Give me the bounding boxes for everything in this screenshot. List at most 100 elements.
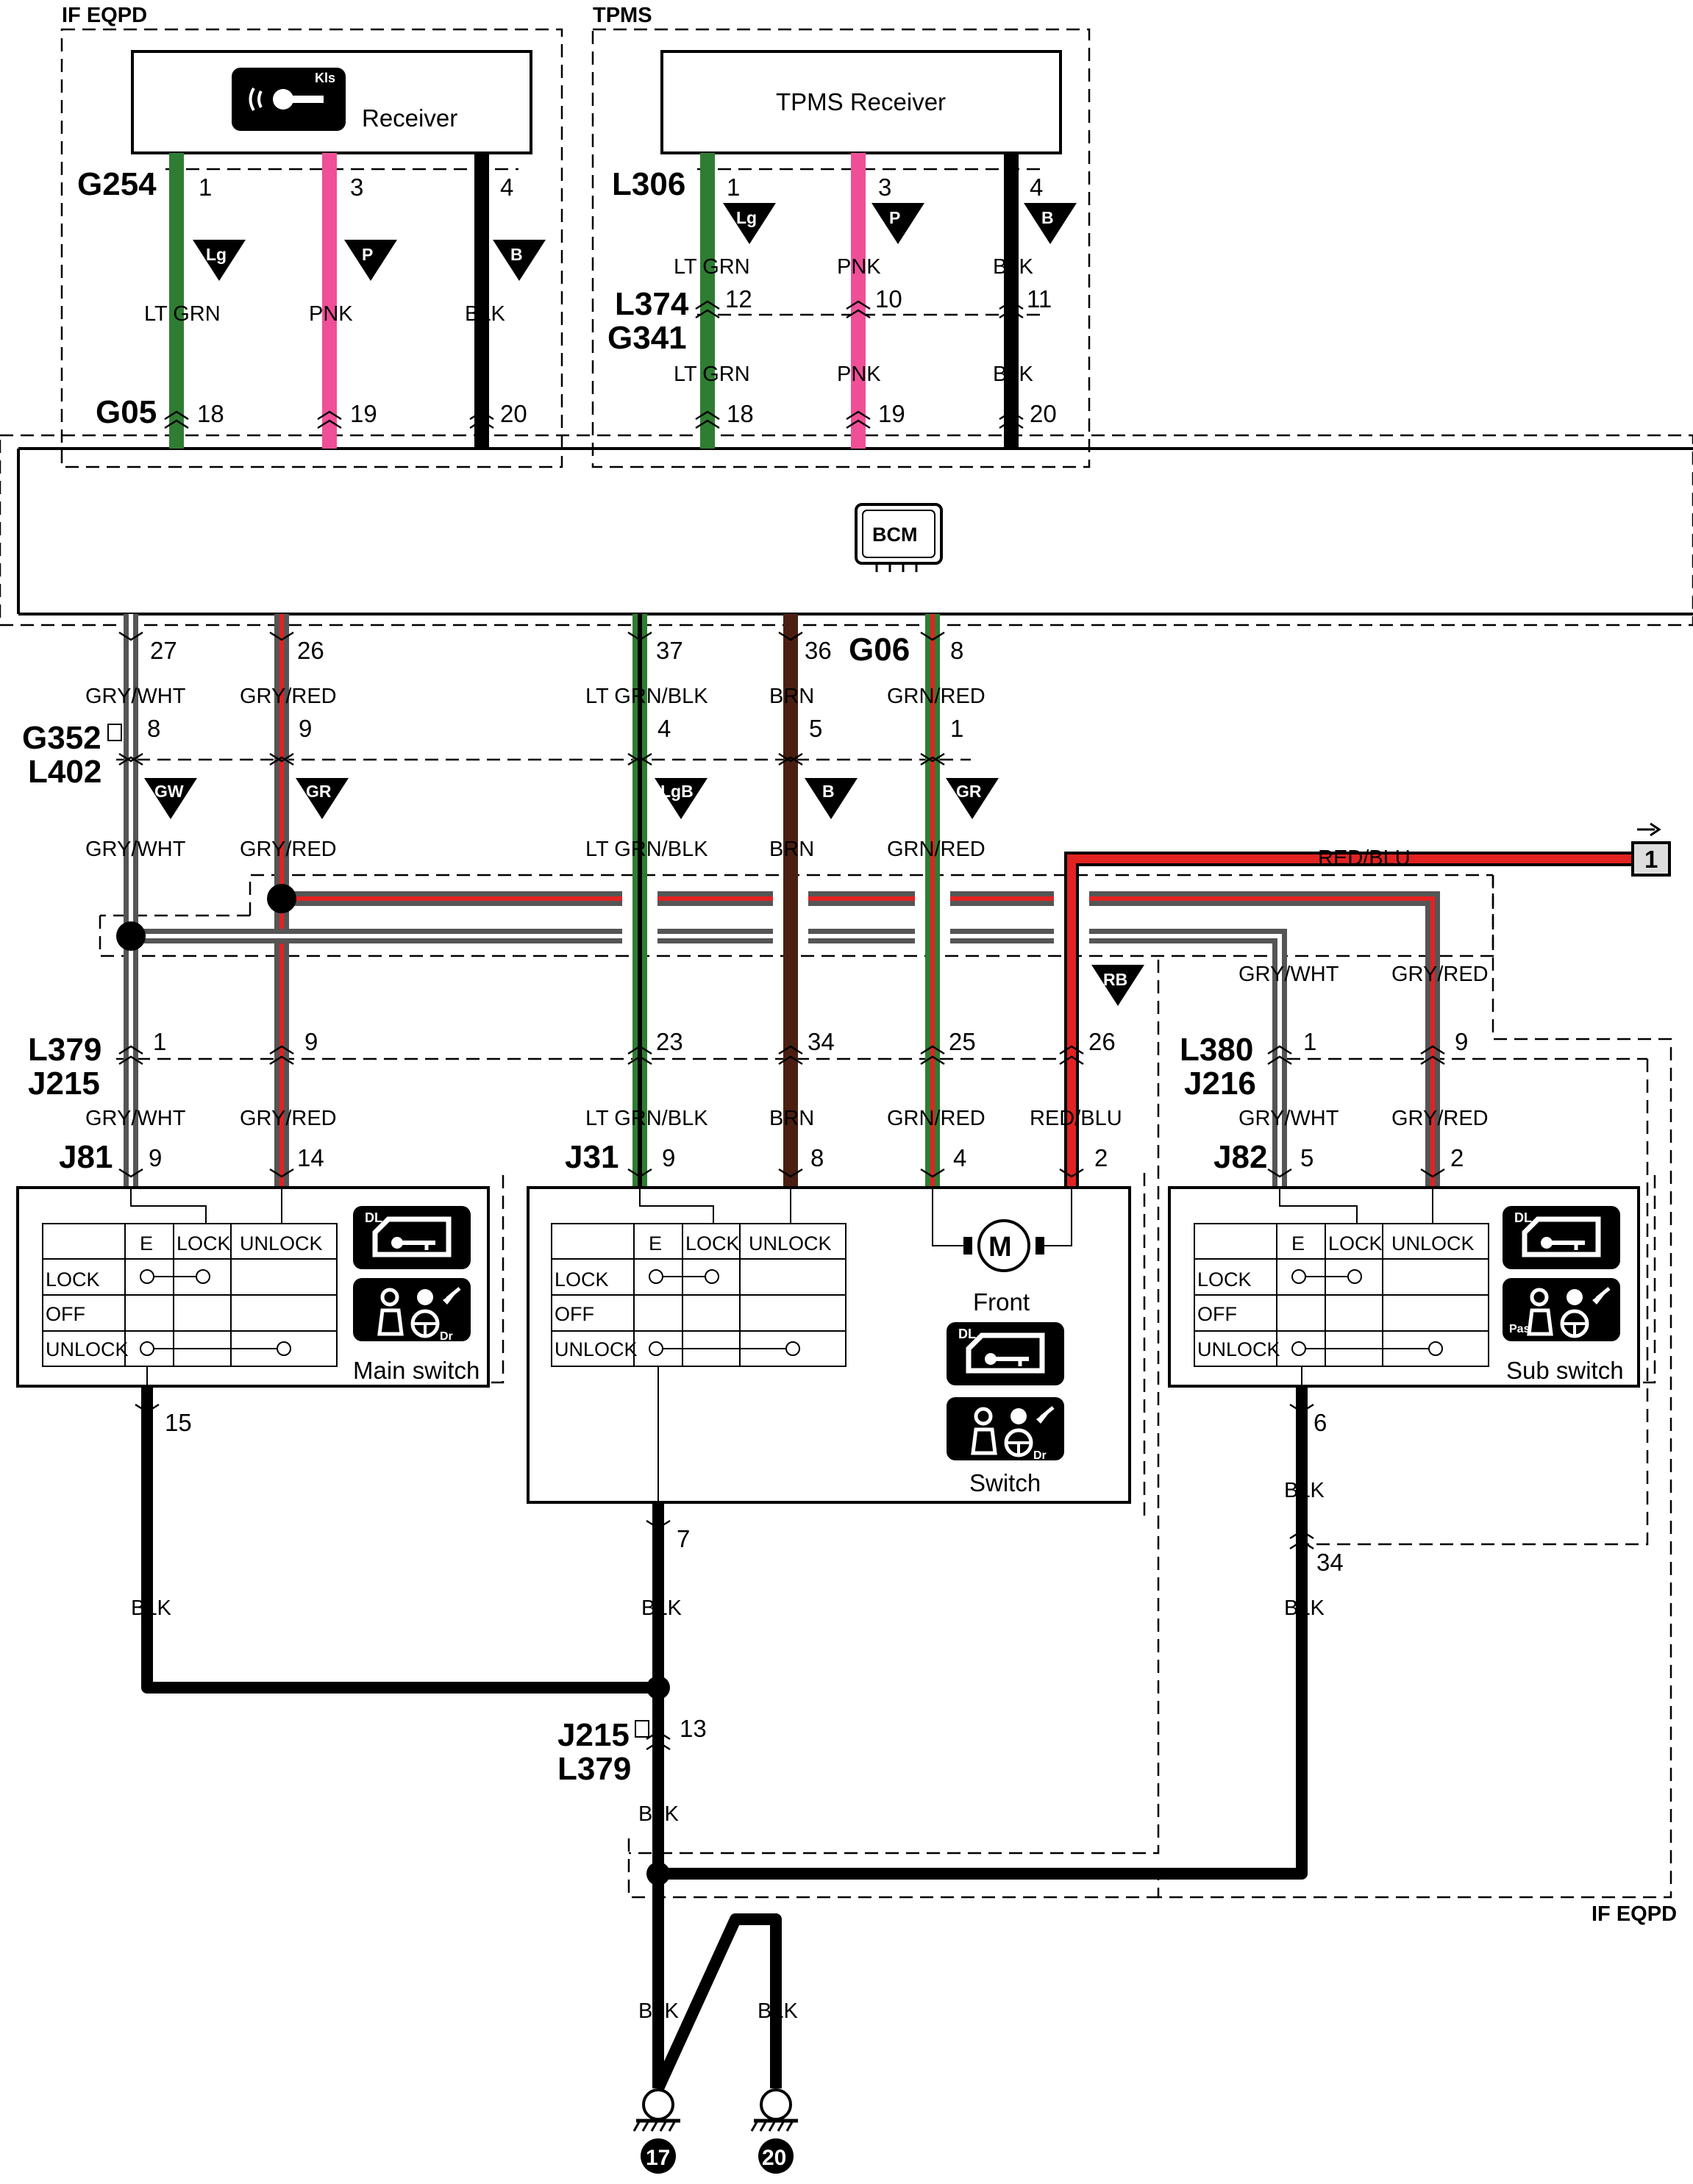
svg-text:14: 14 bbox=[297, 1144, 324, 1171]
lower-dash-left bbox=[627, 1838, 1158, 1899]
svg-text:GRN/RED: GRN/RED bbox=[887, 838, 985, 861]
svg-text:E: E bbox=[649, 1232, 662, 1255]
svg-text:GRY/RED: GRY/RED bbox=[1391, 1107, 1489, 1130]
svg-text:13: 13 bbox=[680, 1715, 707, 1742]
svg-text:GRY/WHT: GRY/WHT bbox=[1238, 963, 1339, 986]
conn-g352: G352 bbox=[22, 720, 101, 756]
conn-j215: J215 bbox=[28, 1066, 100, 1102]
splice-dot-gry-red bbox=[267, 884, 296, 913]
svg-text:9: 9 bbox=[304, 1028, 318, 1055]
code-gw: GW bbox=[154, 782, 184, 801]
svg-text:GRY/RED: GRY/RED bbox=[1391, 963, 1489, 986]
svg-text:BLK: BLK bbox=[1284, 1479, 1325, 1502]
svg-text:26: 26 bbox=[1088, 1028, 1116, 1055]
conn-j216: J216 bbox=[1184, 1066, 1256, 1102]
svg-text:LOCK: LOCK bbox=[685, 1232, 740, 1255]
svg-text:19: 19 bbox=[350, 400, 377, 427]
svg-text:LOCK: LOCK bbox=[1328, 1232, 1383, 1255]
main-switch-label: Main switch bbox=[353, 1357, 480, 1384]
svg-text:37: 37 bbox=[656, 637, 683, 664]
splice-dot-gry-wht bbox=[116, 921, 146, 951]
svg-text:6: 6 bbox=[1314, 1409, 1327, 1436]
main-switch-dash bbox=[18, 1169, 505, 1384]
conn-j215-ground: J215 bbox=[557, 1717, 630, 1753]
page-ref-arrow bbox=[1637, 822, 1661, 837]
code-gr-1: GR bbox=[306, 782, 332, 801]
tpms-receiver-label: TPMS Receiver bbox=[776, 88, 946, 115]
wire-red-blu bbox=[1064, 852, 1633, 1188]
svg-text:15: 15 bbox=[165, 1409, 192, 1436]
code-b-1: B bbox=[510, 245, 523, 264]
svg-text:LOCK: LOCK bbox=[46, 1268, 100, 1291]
motor-symbol bbox=[977, 1219, 1030, 1272]
conn-l379: L379 bbox=[28, 1032, 101, 1068]
svg-text:LOCK: LOCK bbox=[1197, 1268, 1252, 1291]
main-driver-seat-icon bbox=[353, 1278, 471, 1341]
svg-text:OFF: OFF bbox=[555, 1303, 594, 1325]
front-dr-badge: Dr bbox=[1033, 1449, 1047, 1462]
svg-text:9: 9 bbox=[299, 715, 312, 742]
svg-text:3: 3 bbox=[878, 174, 891, 201]
svg-text:7: 7 bbox=[677, 1525, 690, 1552]
svg-text:OFF: OFF bbox=[46, 1303, 85, 1325]
main-dr-badge: Dr bbox=[440, 1330, 453, 1343]
svg-text:GRY/RED: GRY/RED bbox=[240, 1107, 337, 1130]
svg-text:BRN: BRN bbox=[769, 838, 814, 861]
svg-text:E: E bbox=[1291, 1232, 1305, 1255]
svg-text:4: 4 bbox=[500, 174, 513, 201]
svg-text:LT GRN/BLK: LT GRN/BLK bbox=[585, 838, 708, 861]
svg-text:LT GRN/BLK: LT GRN/BLK bbox=[585, 1107, 708, 1130]
svg-text:E: E bbox=[140, 1232, 153, 1255]
svg-text:27: 27 bbox=[150, 637, 177, 664]
svg-text:36: 36 bbox=[805, 637, 832, 664]
ground-splice-1 bbox=[646, 1676, 670, 1699]
svg-text:GRN/RED: GRN/RED bbox=[887, 1107, 985, 1130]
svg-text:12: 12 bbox=[725, 285, 752, 313]
pin-numbers: 1 3 4 18 19 20 1 3 4 12 10 11 18 19 20 2… bbox=[147, 174, 1468, 1742]
conn-g254: G254 bbox=[77, 166, 157, 202]
lower-dash-mid bbox=[629, 960, 1160, 1855]
bcm-dashed-outline bbox=[0, 434, 1693, 627]
code-p-1: P bbox=[362, 245, 373, 264]
svg-text:LOCK: LOCK bbox=[555, 1268, 609, 1291]
if-eqpd-top-box bbox=[60, 28, 563, 468]
svg-text:4: 4 bbox=[657, 715, 671, 742]
svg-text:BRN: BRN bbox=[769, 1107, 814, 1130]
svg-text:4: 4 bbox=[1030, 174, 1043, 201]
svg-text:8: 8 bbox=[950, 637, 963, 664]
conn-g06: G06 bbox=[849, 632, 910, 668]
svg-text:LT GRN: LT GRN bbox=[674, 255, 750, 279]
conn-l379-ground: L379 bbox=[557, 1751, 631, 1787]
svg-text:1: 1 bbox=[1303, 1028, 1316, 1055]
svg-text:GRY/WHT: GRY/WHT bbox=[85, 685, 186, 708]
ground-wire-sub bbox=[658, 1386, 1308, 1880]
conn-g05: G05 bbox=[96, 394, 157, 430]
svg-text:BLK: BLK bbox=[638, 1802, 679, 1826]
front-switch-label-2: Switch bbox=[969, 1469, 1041, 1496]
sub-switch-leads bbox=[1279, 1188, 1433, 1224]
svg-text:1: 1 bbox=[950, 715, 963, 742]
svg-text:BLK: BLK bbox=[993, 363, 1033, 386]
code-lg-1: Lg bbox=[206, 245, 227, 264]
svg-text:RED/BLU: RED/BLU bbox=[1030, 1107, 1122, 1130]
sub-dl-badge: DL bbox=[1514, 1210, 1532, 1225]
svg-text:34: 34 bbox=[1316, 1549, 1344, 1576]
ground-symbol-17: 17 bbox=[632, 2088, 680, 2174]
svg-text:18: 18 bbox=[727, 400, 754, 427]
front-switch-label-1: Front bbox=[973, 1288, 1030, 1316]
svg-text:BLK: BLK bbox=[641, 1596, 682, 1620]
conn-j82: J82 bbox=[1213, 1139, 1267, 1175]
svg-text:20: 20 bbox=[1030, 400, 1057, 427]
svg-text:GRY/WHT: GRY/WHT bbox=[85, 1107, 186, 1130]
svg-text:UNLOCK: UNLOCK bbox=[1391, 1232, 1475, 1255]
conn-j31: J31 bbox=[565, 1139, 619, 1175]
svg-text:4: 4 bbox=[953, 1144, 966, 1171]
motor-leads bbox=[932, 1188, 1072, 1246]
svg-text:8: 8 bbox=[147, 715, 160, 742]
code-p-2: P bbox=[889, 208, 900, 227]
svg-text:LOCK: LOCK bbox=[177, 1232, 231, 1255]
conn-l306: L306 bbox=[612, 166, 685, 202]
j215-splice-box bbox=[635, 1720, 649, 1738]
svg-text:5: 5 bbox=[809, 715, 822, 742]
